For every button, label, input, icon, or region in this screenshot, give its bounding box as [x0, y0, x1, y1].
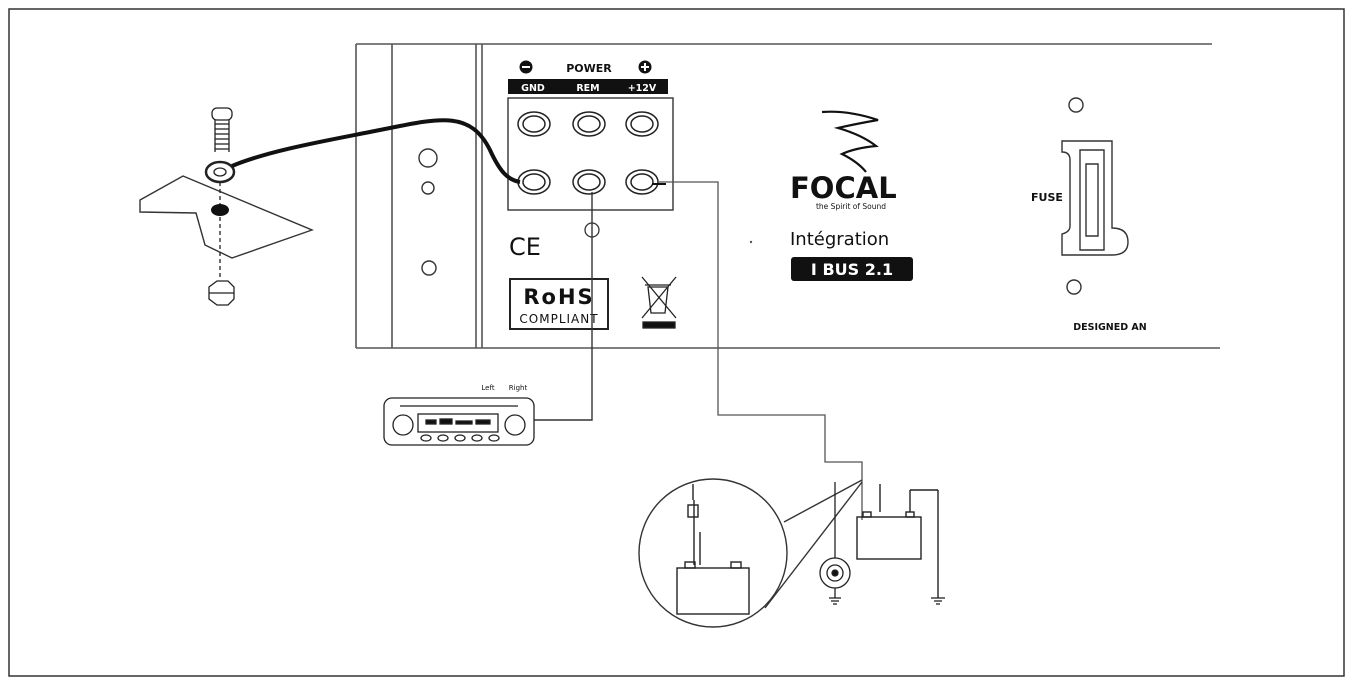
ce-mark: CE — [509, 233, 541, 261]
remote-wire — [534, 192, 593, 421]
nut-icon — [208, 280, 235, 306]
gnd-label: GND — [521, 83, 545, 94]
brand-name: FOCAL — [790, 171, 897, 205]
power-terminal: POWER GND REM +12V — [507, 60, 674, 238]
ground-icon — [931, 597, 945, 605]
fuse-holder-icon — [1061, 97, 1129, 295]
focal-logo-icon — [821, 110, 879, 173]
battery-icon — [676, 484, 750, 615]
ground-wire — [231, 118, 521, 184]
head-unit — [383, 397, 535, 446]
model-name: I BUS 2.1 — [811, 260, 893, 279]
screw-icon — [204, 107, 236, 280]
model-badge — [791, 257, 913, 281]
v12-label: +12V — [628, 83, 657, 94]
terminal-block — [507, 97, 674, 211]
power-wire — [658, 181, 863, 520]
weee-bin-icon — [641, 276, 677, 329]
speaker-icon — [819, 482, 851, 605]
mounting-holes — [418, 148, 438, 276]
amplifier-panel — [355, 43, 1220, 349]
rem-label: REM — [576, 83, 599, 94]
brand-tagline: the Spirit of Sound — [816, 202, 886, 211]
terminal-label-strip — [508, 79, 668, 94]
detail-magnifier — [638, 478, 863, 628]
compliant-label: COMPLIANT — [519, 312, 598, 326]
designed-label: DESIGNED AN — [1073, 322, 1147, 333]
diagram-border — [8, 8, 1345, 677]
head-unit-left-label: Left — [481, 384, 494, 392]
head-unit-right-label: Right — [509, 384, 528, 392]
chassis-bracket — [139, 175, 314, 259]
series-name: Intégration — [790, 229, 889, 250]
vehicle-battery — [856, 484, 939, 598]
rohs-badge: RoHS COMPLIANT — [509, 278, 609, 330]
rohs-label: RoHS — [523, 285, 594, 309]
power-label: POWER — [566, 62, 612, 75]
fuse-label: FUSE — [1031, 191, 1063, 204]
